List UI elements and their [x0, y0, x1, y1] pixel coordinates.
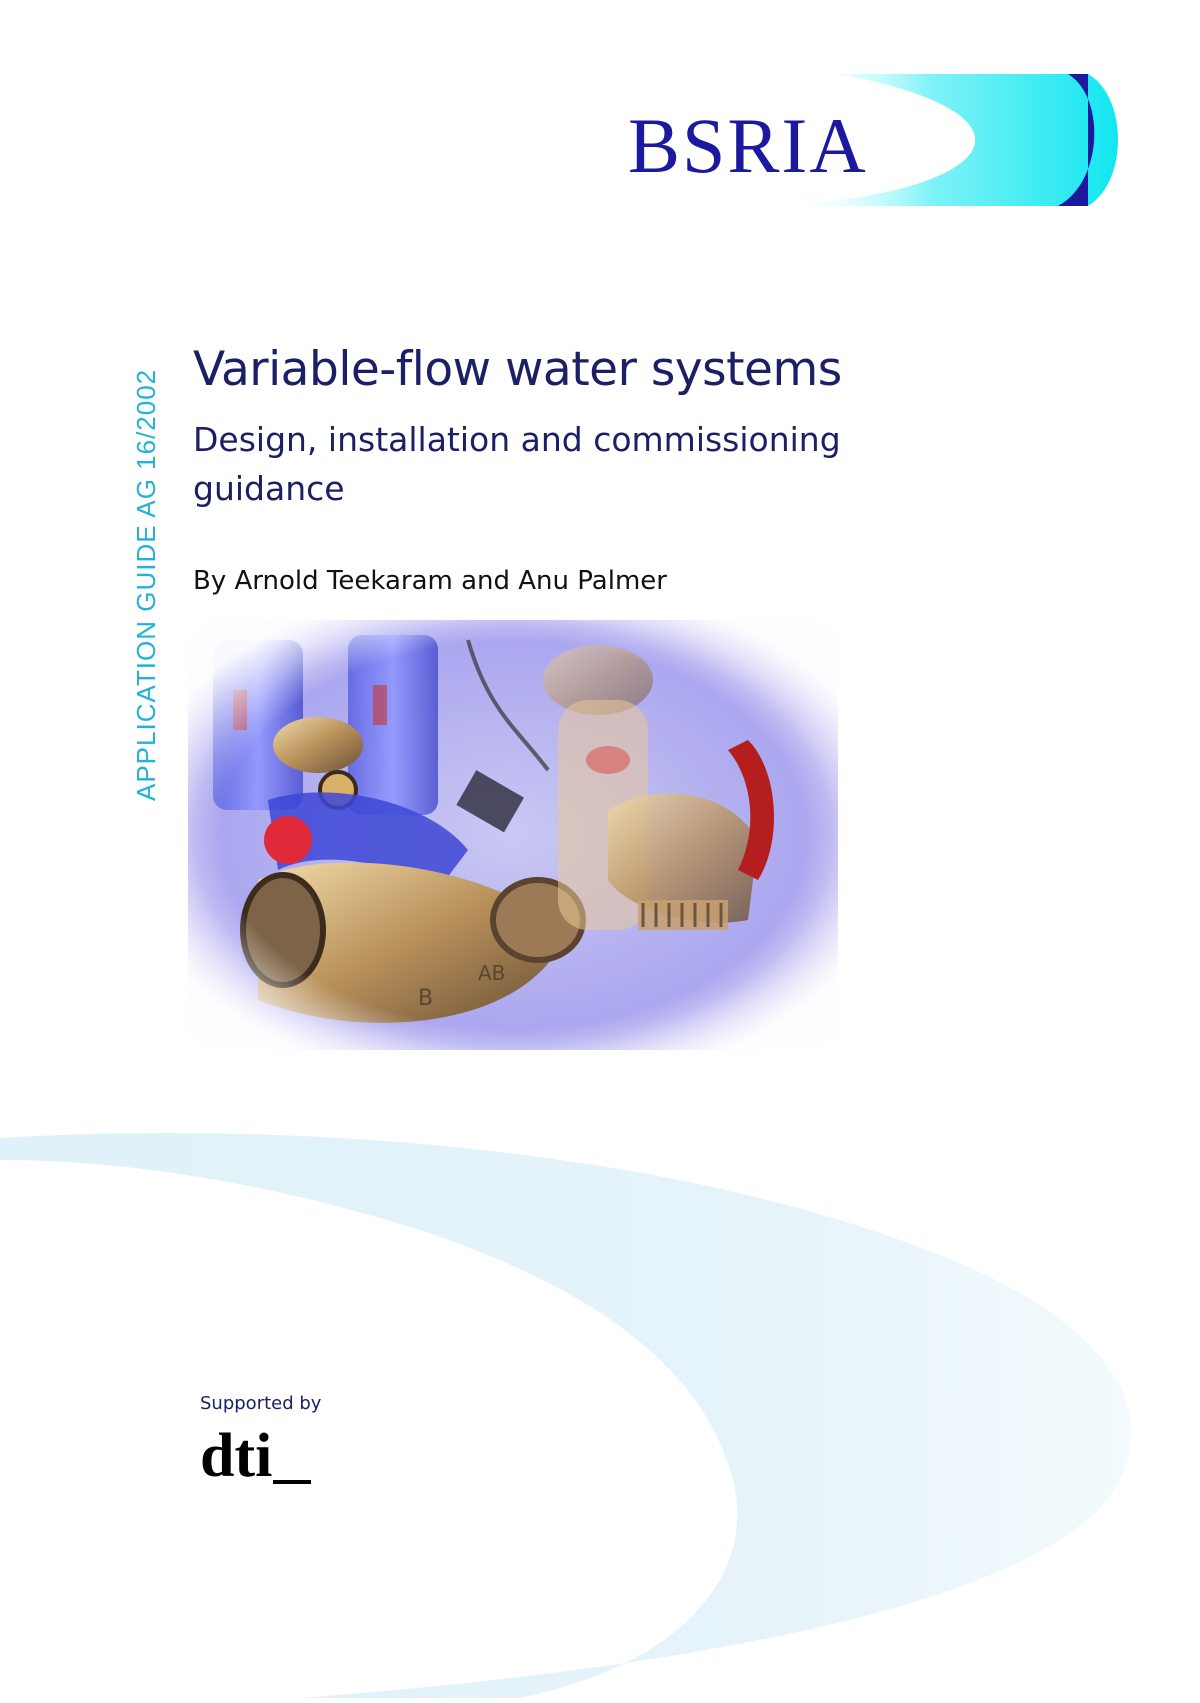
svg-text:BSRIA: BSRIA — [628, 102, 868, 189]
series-label: APPLICATION GUIDE AG 16/2002 — [131, 368, 161, 801]
cover-photo: B AB — [188, 620, 838, 1050]
authors-line: By Arnold Teekaram and Anu Palmer — [193, 566, 667, 596]
document-title: Variable-flow water systems — [193, 342, 842, 397]
document-subtitle: Design, installation and commissioning g… — [193, 420, 841, 508]
bsria-logo: BSRIA — [628, 72, 1133, 212]
valves-photo-icon: B AB — [188, 620, 838, 1050]
dti-logo: dti — [200, 1424, 315, 1492]
svg-text:dti: dti — [200, 1424, 272, 1490]
bsria-swoosh-logo: BSRIA — [628, 74, 1118, 206]
supported-by-label: Supported by — [200, 1393, 322, 1414]
dti-logo-icon: dti — [200, 1424, 311, 1490]
